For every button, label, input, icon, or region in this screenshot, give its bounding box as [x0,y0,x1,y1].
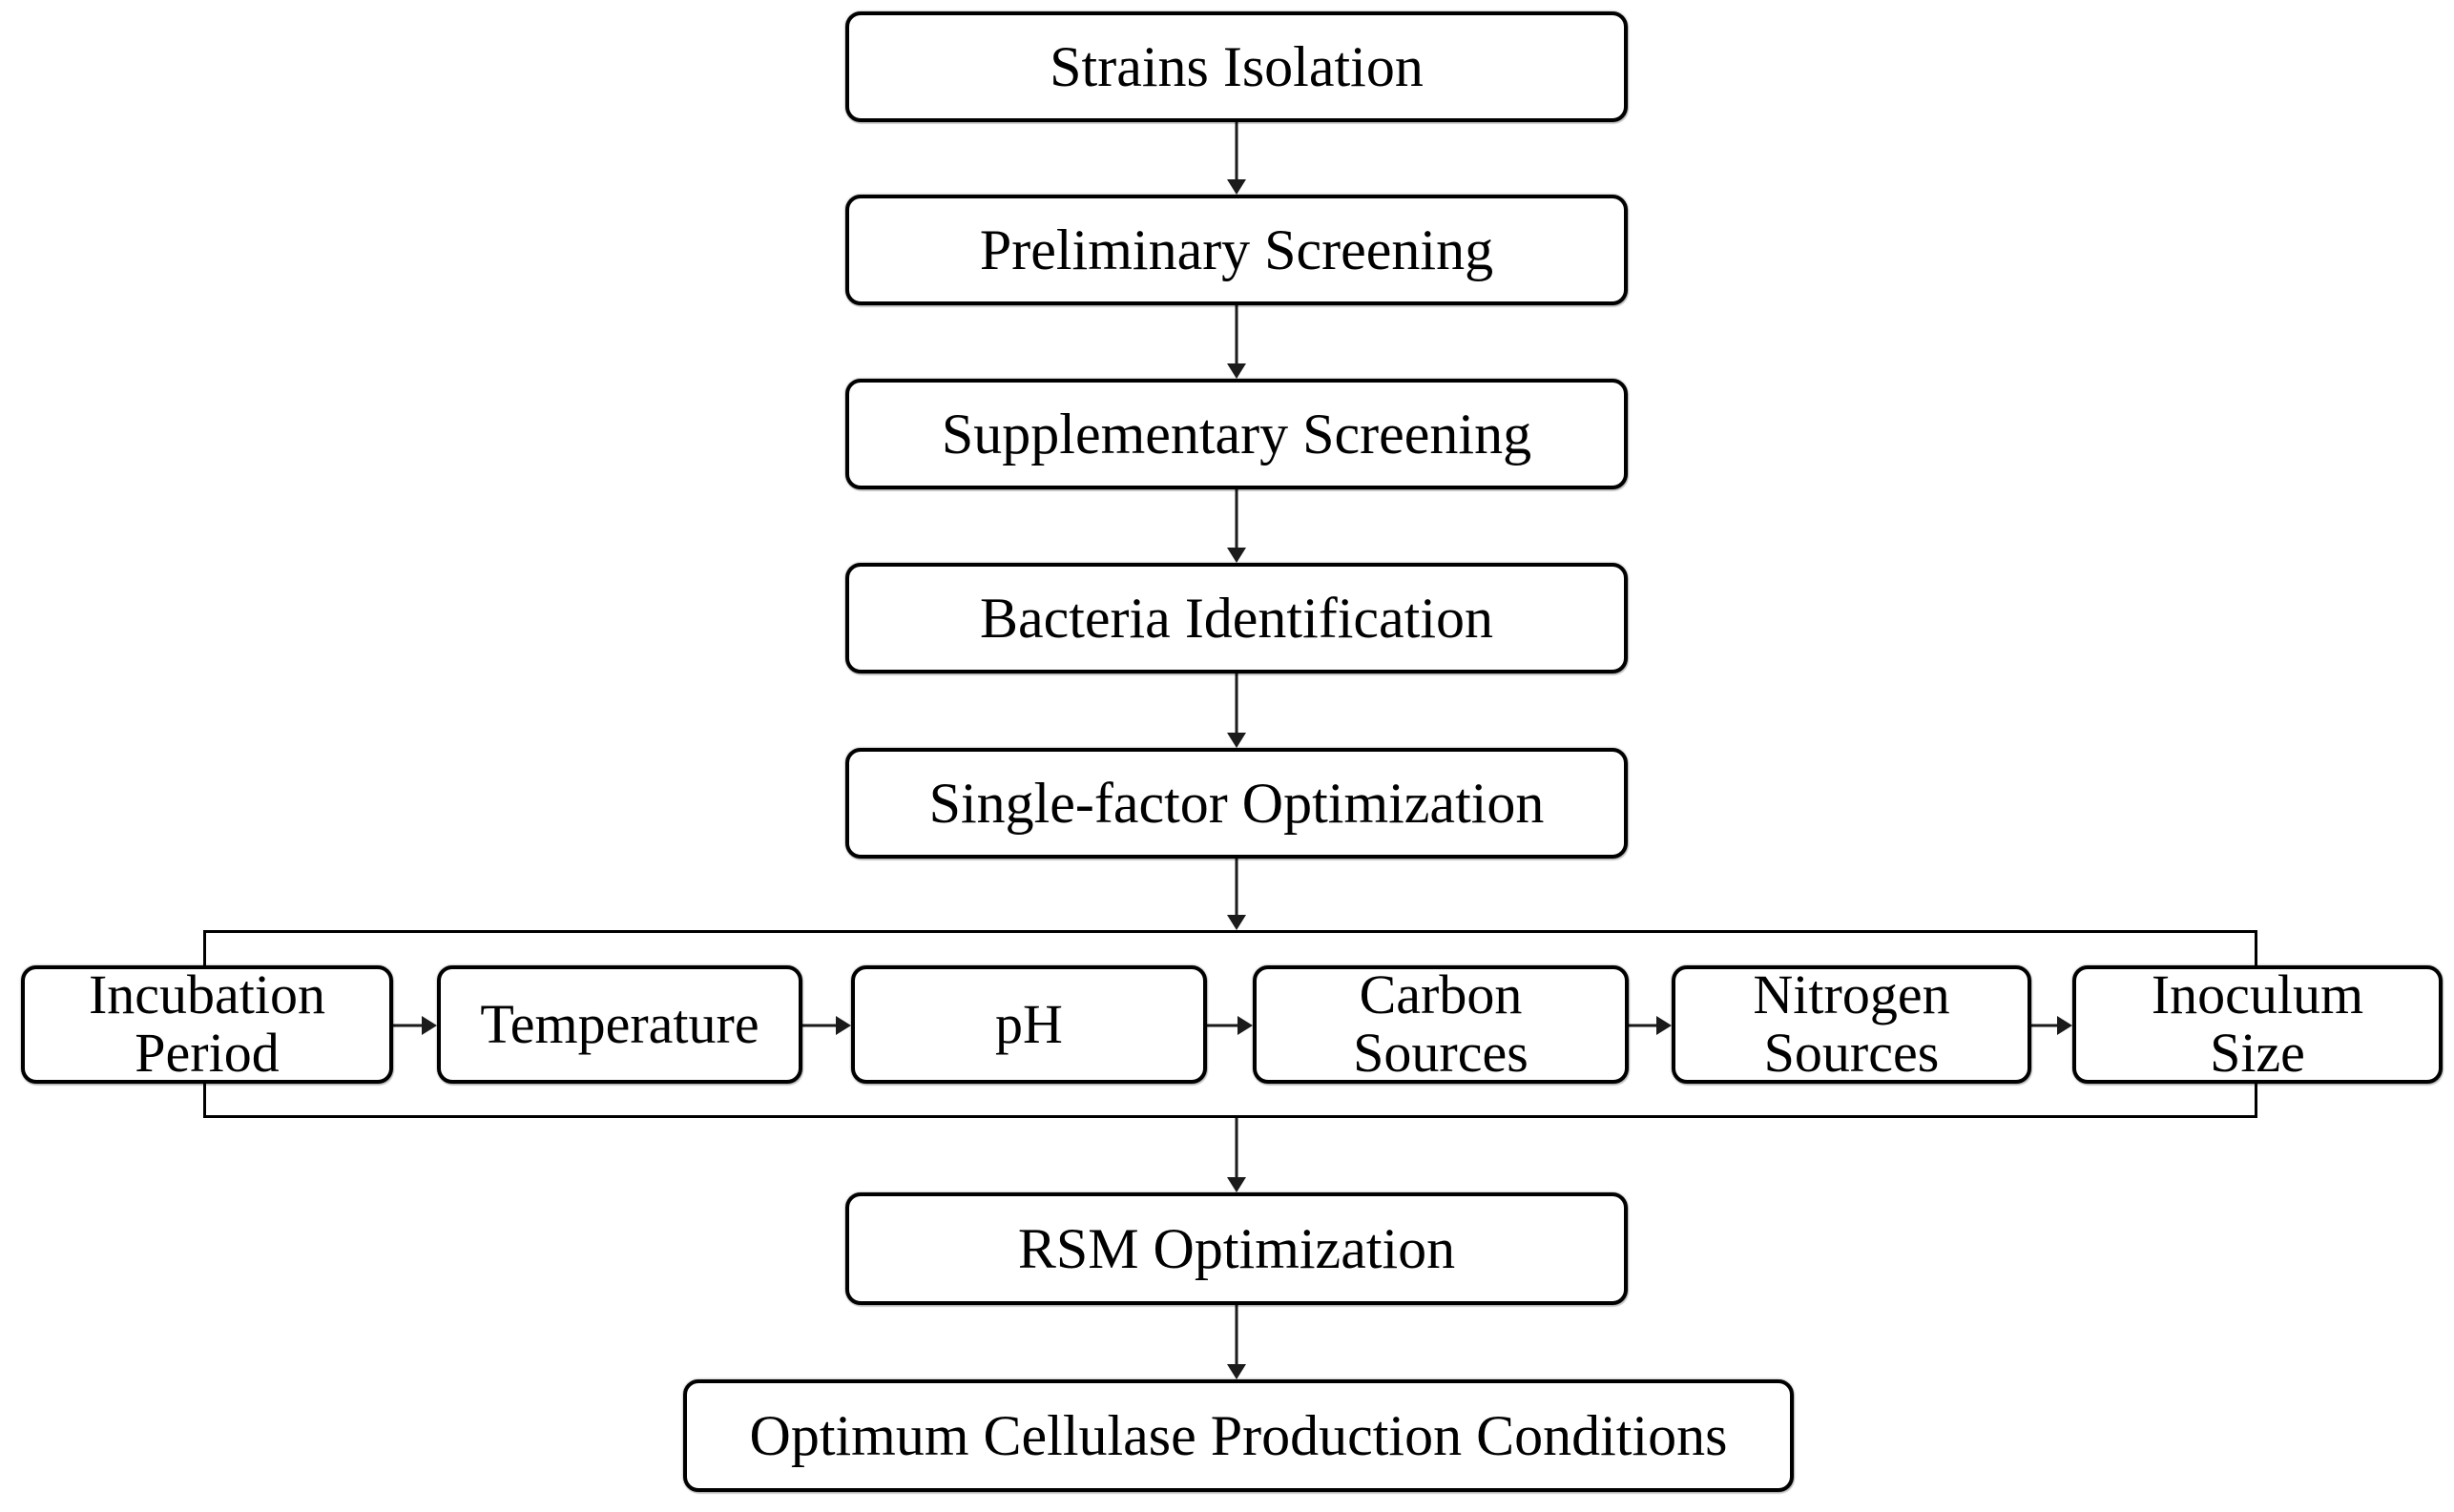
arrow-shaft [1629,1024,1659,1027]
arrow-down-icon [1226,673,1247,748]
node-label: Nitrogen Sources [1753,963,1950,1084]
arrowhead-right-icon [2057,1016,2072,1035]
node-optimum-cellulase-production-conditions: Optimum Cellulase Production Conditions [683,1379,1794,1492]
node-temperature: Temperature [437,965,802,1084]
arrow-shaft [1235,305,1238,366]
node-nitrogen-sources: Nitrogen Sources [1672,965,2031,1084]
node-inoculum-size: Inoculum Size [2072,965,2443,1084]
arrow-shaft [1235,859,1238,918]
arrow-down-icon [1226,305,1247,379]
arrow-shaft [1235,673,1238,735]
node-carbon-sources: Carbon Sources [1253,965,1629,1084]
arrowhead-down-icon [1227,915,1246,930]
node-label: Incubation Period [88,963,326,1084]
node-label: Bacteria Identification [979,586,1494,650]
node-rsm-optimization: RSM Optimization [845,1192,1628,1305]
arrow-right-icon [1207,1015,1253,1036]
node-label: Carbon Sources [1353,963,1529,1084]
node-label: Temperature [480,992,759,1055]
node-label: Optimum Cellulase Production Conditions [749,1403,1728,1467]
arrowhead-down-icon [1227,548,1246,563]
arrowhead-right-icon [1656,1016,1672,1035]
node-label: Supplementary Screening [941,402,1532,466]
node-label: Single-factor Optimization [928,771,1545,835]
arrow-right-icon [393,1015,437,1036]
arrowhead-down-icon [1227,179,1246,195]
node-label: Inoculum Size [2151,963,2364,1084]
arrow-down-icon [1226,1118,1247,1192]
arrowhead-down-icon [1227,1364,1246,1379]
node-preliminary-screening: Preliminary Screening [845,195,1628,305]
node-label: RSM Optimization [1017,1216,1456,1280]
node-supplementary-screening: Supplementary Screening [845,379,1628,489]
arrow-shaft [1207,1024,1240,1027]
arrow-shaft [2031,1024,2060,1027]
arrowhead-right-icon [1237,1016,1253,1035]
arrow-shaft [1235,1118,1238,1180]
arrow-shaft [802,1024,839,1027]
arrow-right-icon [802,1015,851,1036]
node-ph: pH [851,965,1207,1084]
arrow-down-icon [1226,1305,1247,1379]
arrow-shaft [393,1024,425,1027]
arrow-down-icon [1226,859,1247,930]
arrow-shaft [1235,489,1238,550]
arrowhead-right-icon [422,1016,437,1035]
arrowhead-down-icon [1227,733,1246,748]
arrow-right-icon [1629,1015,1672,1036]
node-strains-isolation: Strains Isolation [845,11,1628,122]
arrow-shaft [1235,1305,1238,1367]
arrowhead-down-icon [1227,363,1246,379]
arrow-down-icon [1226,122,1247,195]
arrowhead-right-icon [836,1016,851,1035]
arrow-down-icon [1226,489,1247,563]
node-single-factor-optimization: Single-factor Optimization [845,748,1628,859]
node-label: Preliminary Screening [979,217,1494,281]
node-label: Strains Isolation [1050,34,1424,98]
node-label: pH [995,992,1063,1055]
node-bacteria-identification: Bacteria Identification [845,563,1628,673]
arrow-shaft [1235,122,1238,182]
arrowhead-down-icon [1227,1177,1246,1192]
arrow-right-icon [2031,1015,2072,1036]
node-incubation-period: Incubation Period [21,965,393,1084]
